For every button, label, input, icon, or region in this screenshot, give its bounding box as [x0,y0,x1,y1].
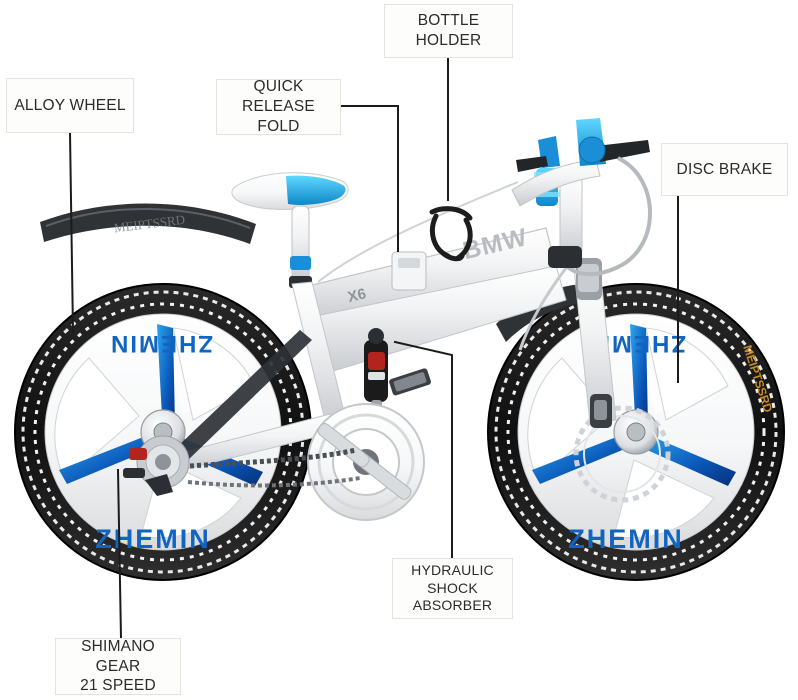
callout-quick-release-fold-line-1: QUICK RELEASE [242,78,315,116]
callout-alloy-wheel: ALLOY WHEEL [6,78,134,133]
callout-hydraulic-shock-absorber-line-3: ABSORBER [412,597,493,614]
callout-quick-release-fold: QUICK RELEASE FOLD [216,78,341,135]
callout-shimano-gear-line-1: SHIMANO GEAR [81,637,155,675]
callout-shimano-gear-line-2: 21 SPEED [80,677,156,695]
callout-hydraulic-shock-absorber-line-1: HYDRAULIC [411,561,494,578]
callout-alloy-wheel-line-1: ALLOY WHEEL [14,96,126,114]
svg-text:ZHEMIN: ZHEMIN [109,330,213,357]
callout-bottle-holder-line-1: BOTTLE HOLDER [415,12,482,49]
callout-bottle-holder: BOTTLE HOLDER [384,4,513,58]
svg-text:ZHEMIN: ZHEMIN [568,524,684,554]
svg-text:ZHEMIN: ZHEMIN [95,524,211,554]
callout-hydraulic-shock-absorber-line-2: SHOCK [427,579,478,596]
callout-disc-brake-line-1: DISC BRAKE [676,160,773,178]
callout-hydraulic-shock-absorber: HYDRAULIC SHOCK ABSORBER [392,558,513,619]
svg-text:X6: X6 [346,285,368,306]
callout-shimano-gear: SHIMANO GEAR 21 SPEED [55,638,181,695]
callout-quick-release-fold-line-2: FOLD [257,117,300,135]
callout-disc-brake: DISC BRAKE [661,143,788,196]
